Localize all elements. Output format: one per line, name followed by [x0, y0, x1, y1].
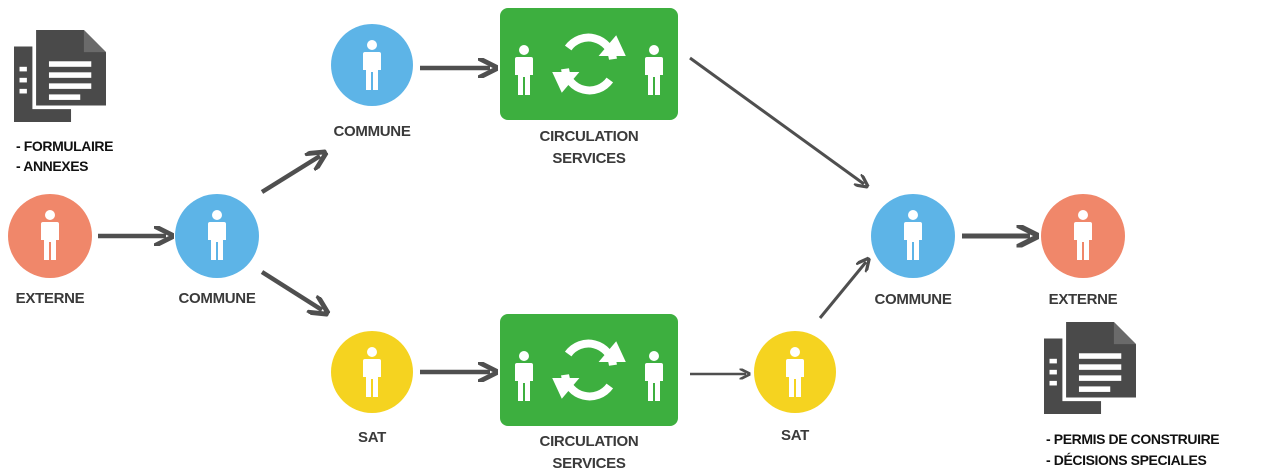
node-label: SAT: [358, 429, 386, 446]
document-item: - ANNEXES: [16, 158, 88, 174]
node-label: SERVICES: [552, 455, 625, 471]
circulation-box: [500, 314, 678, 426]
node-label: SAT: [781, 427, 809, 444]
document-stack-icon: [14, 30, 106, 122]
output-documents: - PERMIS DE CONSTRUIRE - DÉCISIONS SPECI…: [1044, 322, 1220, 468]
node-sat-after: SAT: [754, 331, 836, 444]
document-item: - FORMULAIRE: [16, 138, 113, 154]
document-stack-icon: [1044, 322, 1136, 414]
node-externe-out: EXTERNE: [1041, 194, 1125, 308]
arrow-commune-to-sat: [260, 270, 322, 310]
node-label: CIRCULATION: [540, 128, 639, 145]
node-label: COMMUNE: [178, 290, 255, 307]
document-item: - DÉCISIONS SPECIALES: [1046, 452, 1206, 468]
node-circulation-bottom: CIRCULATION SERVICES: [500, 314, 678, 471]
node-label: SERVICES: [552, 150, 625, 167]
circulation-box: [500, 8, 678, 120]
node-commune-final: COMMUNE: [871, 194, 955, 308]
arrow-circulation-to-commune-final: [689, 56, 864, 184]
arrow-sat-to-commune-final: [818, 262, 866, 319]
node-label: CIRCULATION: [540, 433, 639, 450]
arrow-commune-to-commune-top: [260, 156, 320, 194]
node-label: EXTERNE: [16, 290, 85, 307]
input-documents: - FORMULAIRE - ANNEXES: [14, 30, 114, 174]
node-circulation-top: CIRCULATION SERVICES: [500, 8, 678, 167]
node-sat-bottom: SAT: [331, 331, 413, 446]
node-label: EXTERNE: [1049, 291, 1118, 308]
node-externe-in: EXTERNE: [8, 194, 92, 307]
node-label: COMMUNE: [333, 123, 410, 140]
arrows: [98, 56, 1030, 374]
node-commune-top: COMMUNE: [331, 24, 413, 140]
node-commune-center: COMMUNE: [175, 194, 259, 307]
document-item: - PERMIS DE CONSTRUIRE: [1046, 431, 1219, 447]
node-label: COMMUNE: [874, 291, 951, 308]
